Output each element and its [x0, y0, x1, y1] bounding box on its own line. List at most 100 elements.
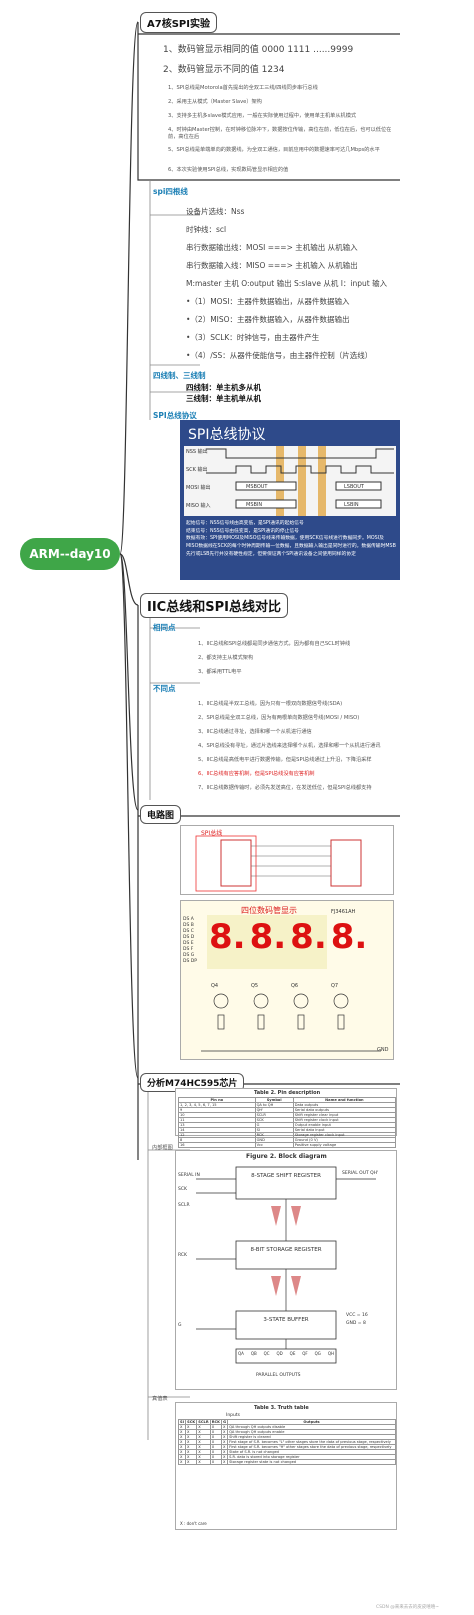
truth-table-title[interactable]: 真值表: [152, 1396, 168, 1402]
task-2: 2、数码管显示不同的值 1234: [163, 65, 285, 75]
label-vcc: VCC = 16: [346, 1313, 368, 1318]
block-diagram: Figure 2. Block diagram 8-STAGE SHIFT RE…: [175, 1150, 397, 1390]
wire-nss: 设备片选线：Nss: [186, 207, 245, 216]
pin-table-caption: Table 2. Pin description: [254, 1090, 321, 1096]
diff-1: 1、IIC总线是半双工总线，因为只有一根双向数据信号线(SDA): [198, 701, 343, 707]
q4: Q4: [211, 983, 219, 989]
four-wire-list: 设备片选线：Nss 时钟线：scl 串行数据输出线：MOSI ===> 主机输出…: [180, 200, 400, 360]
root-node[interactable]: ARM--day10: [20, 538, 120, 570]
output-pin: QE: [289, 1351, 296, 1356]
table-cell: X: [177, 1459, 187, 1465]
table-cell: X: [221, 1459, 229, 1465]
seg-part: FJ3461AH: [331, 909, 356, 915]
spi-bus-label: SPI总线: [201, 830, 223, 837]
label-rck: RCK: [178, 1253, 187, 1258]
q7: Q7: [331, 983, 339, 989]
a7-branch-title[interactable]: A7核SPI实验: [140, 12, 217, 33]
table-cell: Positive supply voltage: [292, 1142, 397, 1148]
protocol-title[interactable]: SPI总线协议: [153, 411, 197, 420]
sig-sck: SCK 输出: [186, 467, 208, 473]
sig-nss: NSS 输出: [186, 449, 208, 455]
digit-1: 8.: [209, 917, 246, 957]
digit-3: 8.: [290, 917, 327, 957]
timing-waves: [206, 446, 394, 516]
compare-branch-title[interactable]: IIC总线和SPI总线对比: [140, 593, 288, 618]
same-title[interactable]: 相同点: [153, 623, 176, 632]
table-cell: X: [185, 1459, 198, 1465]
timing-diagram: NSS 输出 SCK 输出 MOSI 输出 MISO 输入 MSBOUT LSB…: [184, 446, 396, 516]
circuit-branch-title[interactable]: 电路图: [140, 805, 182, 824]
sig-miso: MISO 输入: [186, 503, 211, 509]
pin-d: DS D: [183, 935, 195, 940]
dont-care-note: X : don't care: [180, 1521, 207, 1526]
fig2-caption: Figure 2. Block diagram: [246, 1153, 327, 1160]
pin-dp: DS DP: [183, 959, 197, 964]
wire-mosi: 串行数据输出线：MOSI ===> 主机输出 从机输入: [186, 243, 358, 252]
footer-watermark: CSDN @来来去去的皮皮嘻嘻~: [376, 1605, 440, 1610]
output-pin: QD: [276, 1351, 283, 1356]
box-msbin: MSBIN: [246, 502, 263, 508]
note-5: 5、SPI总线是单端单向的数据线，为全双工通信，目前应用中的数据速率可达几Mbp…: [168, 147, 380, 153]
wire-legend: M:master 主机 O:output 输出 S:slave 从机 I：inp…: [186, 279, 388, 288]
spi-notes: 1、SPI总线是Motorola首先提出的全双工三线/四线同步串行总线 2、采用…: [160, 82, 398, 176]
four-wire-mode: 四线制：单主机多从机: [186, 383, 261, 392]
parallel-outputs-label: PARALLEL OUTPUTS: [256, 1373, 301, 1378]
label-gnd: GND = 8: [346, 1321, 366, 1326]
output-pin: QH: [327, 1351, 334, 1356]
buffer-block: 3-STATE BUFFER: [263, 1317, 309, 1323]
diff-title[interactable]: 不同点: [153, 684, 176, 693]
spi-protocol-panel: SPI总线协议 NSS 输出 SCK 输出 MOSI 输出 MISO 输入 MS…: [180, 420, 400, 580]
q6: Q6: [291, 983, 299, 989]
label-g: G: [178, 1323, 182, 1328]
output-pin: QC: [263, 1351, 270, 1356]
box-msbout: MSBOUT: [246, 484, 268, 490]
table-cell: SCLR: [196, 1419, 211, 1425]
inputs-header: Inputs: [226, 1413, 240, 1418]
label-sck: SCK: [178, 1187, 187, 1192]
wire-miso: 串行数据输入线：MISO ===> 主机输入 从机输出: [186, 261, 358, 270]
output-pin: QG: [314, 1351, 321, 1356]
protocol-banner: SPI总线协议: [188, 427, 266, 443]
task-1: 1、数码管显示相同的值 0000 1111 ......9999: [163, 45, 354, 55]
shift-register-block: 8-STAGE SHIFT REGISTER: [251, 1173, 321, 1179]
table-cell: Storage register state is not changed: [227, 1459, 396, 1465]
table-cell: First stage of S.R. becomes "L" other st…: [227, 1439, 396, 1445]
output-pin: QB: [250, 1351, 257, 1356]
table-cell: SCK: [185, 1419, 198, 1425]
schematic-595: SPI总线: [180, 825, 394, 895]
seg-display: 8. 8. 8. 8.: [207, 915, 367, 969]
inner-diagram-title[interactable]: 内部框图: [152, 1145, 173, 1151]
diff-6: 6、IIC总线有应答机制，但是SPI总线没有应答机制: [198, 771, 315, 777]
table-cell: RCK: [209, 1419, 223, 1425]
wire-scl: 时钟线：scl: [186, 225, 227, 234]
pin-f: DS F: [183, 947, 194, 952]
same-2: 2、都支持主从模式架构: [198, 655, 254, 661]
three-wire-mode: 三线制：单主机单从机: [186, 394, 261, 403]
bullet-start: 起始信号：NSS信号线由高变低，是SPI通讯的起始信号: [186, 521, 304, 526]
four-wire-title[interactable]: spi四根线: [153, 187, 188, 196]
digit-4: 8.: [330, 917, 368, 957]
table-cell: Vcc: [254, 1142, 294, 1148]
table-cell: X: [196, 1459, 211, 1465]
wire-desc-3: •（3）SCLK：时钟信号，由主器件产生: [186, 333, 320, 342]
seg-title: 四位数码管显示: [241, 906, 297, 915]
table-cell: First stage of S.R. becomes "H" other st…: [227, 1444, 396, 1450]
diff-4: 4、SPI总线没有寻址，通过片选线来选择哪个从机，选择和哪一个从机进行通讯: [198, 743, 381, 749]
box-lsbout: LSBOUT: [344, 484, 364, 490]
label-serial-out: SERIAL OUT QH': [342, 1171, 379, 1176]
pin-b: DS B: [183, 923, 194, 928]
wire-mode-title[interactable]: 四线制、三线制: [153, 371, 206, 380]
bullet-stop: 结束信号：NSS信号由低变高，是SPI通讯的停止信号: [186, 528, 299, 534]
note-6: 6、本次实验使用SPI总线，实现数码管显示相应的值: [168, 167, 289, 173]
note-4: 4、时钟由Master控制，在时钟移位脉冲下，数据按位传输，高位在前，低位在后，…: [168, 127, 392, 140]
box-lsbin: LSBIN: [344, 502, 359, 508]
table-cell: X: [209, 1459, 223, 1465]
q5: Q5: [251, 983, 259, 989]
table-cell: 16: [178, 1142, 256, 1148]
wire-desc-2: •（2）MISO：主器件数据输入，从器件数据输出: [186, 315, 350, 324]
